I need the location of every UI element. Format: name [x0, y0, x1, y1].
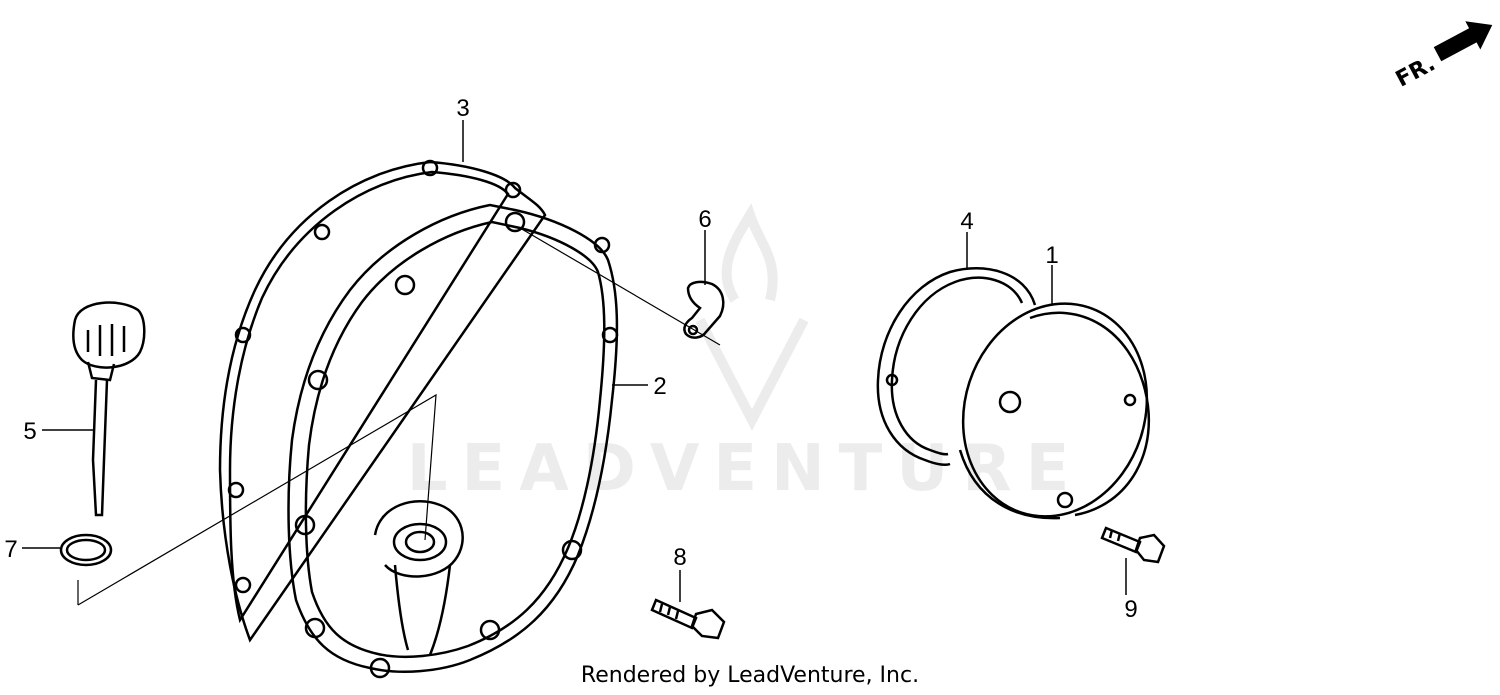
callout-5[interactable]: 5	[23, 418, 36, 445]
callout-4[interactable]: 4	[960, 208, 973, 235]
watermark-text: LEADVENTURE	[407, 432, 1084, 506]
callout-9[interactable]: 9	[1124, 596, 1137, 623]
front-arrow-icon	[1433, 21, 1493, 62]
part-2-crankcase-cover	[287, 203, 619, 679]
part-9-bolt	[1100, 526, 1166, 564]
callout-labels: 1 2 3 4 5 6 7 8 9	[4, 95, 1137, 623]
part-1-cover-cap	[958, 302, 1150, 520]
callout-3[interactable]: 3	[456, 95, 469, 122]
callout-1[interactable]: 1	[1045, 242, 1058, 269]
part-8-bolt	[650, 598, 726, 640]
watermark: LEADVENTURE	[407, 203, 1084, 506]
part-4-gasket-ring	[876, 267, 1037, 467]
callout-8[interactable]: 8	[673, 544, 686, 571]
assembly-guide-lines	[77, 227, 721, 606]
part-3-gasket	[218, 159, 547, 643]
leader-lines	[22, 120, 1127, 602]
callout-6[interactable]: 6	[698, 206, 711, 233]
callout-7[interactable]: 7	[4, 536, 17, 563]
direction-label: FR.	[1392, 51, 1440, 92]
callout-2[interactable]: 2	[653, 373, 666, 400]
part-6-clamp	[683, 280, 725, 339]
part-7-o-ring	[59, 533, 113, 567]
watermark-logo-icon	[695, 203, 809, 431]
front-direction-indicator: FR.	[1392, 21, 1493, 93]
part-5-oil-filler-cap	[72, 301, 146, 517]
credit-text: Rendered by LeadVenture, Inc.	[580, 663, 920, 688]
